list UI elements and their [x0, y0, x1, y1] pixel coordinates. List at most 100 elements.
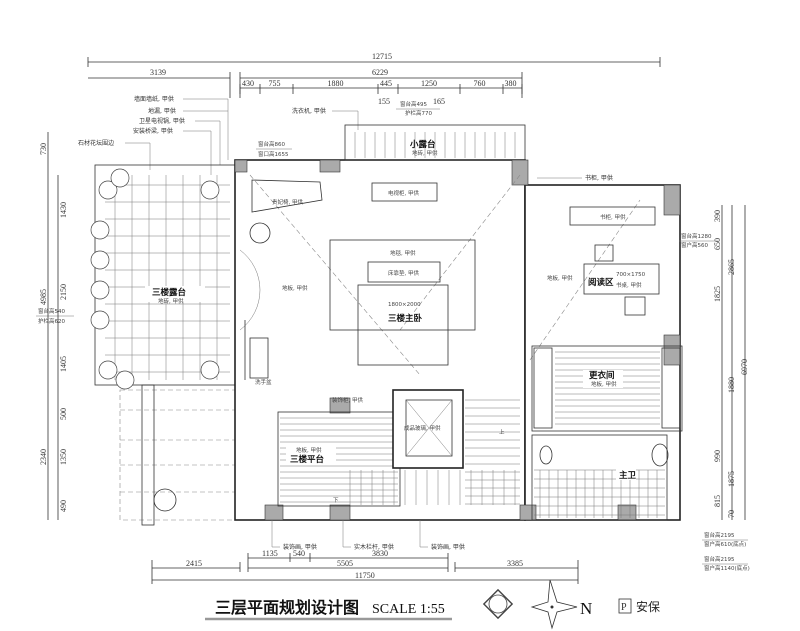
rug-label: 地毯, 甲供 [390, 249, 416, 257]
chair-label: 贵妃椅, 甲供 [272, 198, 303, 206]
dim-total-top: 12715 [372, 52, 392, 61]
window-note: 窗台高540 [38, 307, 65, 315]
dim: 1430 [59, 202, 68, 218]
callout-railing: 实木栏杆, 甲供 [354, 543, 394, 551]
window-note: 窗口高1655 [258, 150, 289, 158]
callout-deco: 装饰画, 甲供 [283, 543, 317, 551]
plant-icon [98, 180, 118, 200]
window-note: 窗户高1140(底点) [704, 564, 750, 572]
window-notes: 窗台高540 护栏高620 窗台高1280 窗户高560 窗台高2195 窗户高… [36, 232, 750, 572]
dim: 2415 [186, 559, 202, 568]
floor-note: 地砖, 甲供 [158, 297, 184, 305]
dim: 2150 [59, 284, 68, 300]
plant-icon [110, 168, 130, 188]
plant-icon [90, 220, 110, 240]
floor-note: 地板, 甲供 [296, 446, 322, 454]
dim: 815 [713, 495, 722, 507]
plant-icon [90, 280, 110, 300]
dim: 4985 [39, 289, 48, 305]
floor-note: 地板, 甲供 [547, 274, 573, 282]
callout-install: 安装桥梁, 甲供 [133, 127, 173, 135]
dim: 1350 [59, 449, 68, 465]
title-block: 三层平面规划设计图 SCALE 1:55 N P 安保 [205, 579, 660, 630]
desk-size-label: 700×1750 [616, 272, 646, 278]
callout-deco: 装饰画, 甲供 [431, 543, 465, 551]
callout-planter: 石材花坛围边 [78, 139, 114, 147]
dim: 3830 [372, 549, 388, 558]
dim: 5505 [337, 559, 353, 568]
tv-cabinet-label: 电视柜, 甲供 [388, 189, 419, 197]
dim-segment: 760 [474, 79, 486, 88]
window-note: 窗台高2195 [704, 531, 735, 539]
dim-segment: 1880 [328, 79, 344, 88]
callouts-top-left: 墙面墙纸, 甲供 地漏, 甲供 卫星电视锅, 甲供 安装桥梁, 甲供 石材花坛围… [78, 95, 440, 175]
dim: 990 [713, 450, 722, 462]
dim: 2340 [39, 449, 48, 465]
dim: 540 [293, 549, 305, 558]
room-label-balcony: 小露台 [409, 139, 436, 150]
callout-wall: 墙面墙纸, 甲供 [134, 95, 174, 103]
shelf-label: 书柜, 甲供 [600, 213, 626, 221]
floor-note: 地板, 甲供 [282, 284, 308, 292]
dim: 730 [39, 143, 48, 155]
dim-segment: 1250 [421, 79, 437, 88]
window-note: 护栏高770 [405, 109, 432, 117]
terrace: 三楼露台 地砖, 甲供 [90, 164, 236, 390]
callouts-bottom: 装饰画, 甲供 实木栏杆, 甲供 装饰画, 甲供 [271, 520, 465, 551]
bed-size-label: 1800×2000 [388, 302, 421, 308]
dim: 500 [59, 408, 68, 420]
pergola [119, 384, 236, 526]
dim: 1875 [727, 471, 736, 487]
plant-icon [200, 360, 220, 380]
dim-segment: 380 [505, 79, 517, 88]
floor-note: 地砖, 甲供 [412, 149, 438, 157]
dim: 1880 [727, 377, 736, 393]
dim: 70 [727, 510, 736, 518]
dim: 2865 [727, 259, 736, 275]
room-label-closet: 更衣间 [589, 370, 615, 381]
cabinet-label: 装饰柜, 甲供 [332, 396, 363, 404]
right-dimensions: 390 650 1825 2865 1880 990 815 1875 6970… [713, 205, 749, 520]
plant-icon [200, 180, 220, 200]
main-building: 小露台 地砖, 甲供 电视柜, 甲供 地毯, 甲供 床靠垫, 甲供 1800×2… [234, 124, 683, 521]
floor-note: 地板, 甲供 [591, 380, 617, 388]
dim: 1825 [713, 286, 722, 302]
dim-segment: 755 [269, 79, 281, 88]
window-note: 护栏高620 [38, 317, 65, 325]
skylight-label: 成品玻璃, 甲供 [404, 424, 441, 432]
brand-label: 安保 [636, 599, 660, 614]
p-box: P [621, 602, 627, 613]
room-label-landing: 三楼平台 [290, 454, 325, 465]
north-arrow-icon [530, 579, 578, 630]
window-note: 窗户高610(底点) [704, 540, 746, 548]
drawing-title: 三层平面规划设计图 [215, 598, 359, 617]
room-label-terrace: 三楼露台 [152, 287, 187, 298]
wardrobe [661, 347, 681, 429]
plant-icon [98, 360, 118, 380]
dim-left-top: 3139 [150, 68, 166, 77]
window-note: 窗户高560 [681, 241, 708, 249]
dim-minor: 165 [433, 97, 445, 106]
logo [482, 588, 514, 620]
dim-segment: 445 [380, 79, 392, 88]
plant-icon [115, 370, 135, 390]
dim: 6970 [740, 359, 749, 375]
callout-washer: 洗衣机, 甲供 [292, 107, 326, 115]
north-label: N [580, 599, 592, 618]
window-note: 窗台高2195 [704, 555, 735, 563]
dim: 3385 [507, 559, 523, 568]
bottom-dimensions: 1135 540 3830 2415 5505 3385 11750 [151, 549, 579, 584]
room-label-bath: 主卫 [619, 470, 637, 481]
washbasin-label: 洗手盆 [255, 378, 272, 386]
desk-label: 书桌, 甲供 [616, 281, 642, 289]
dim: 1405 [59, 356, 68, 372]
callout-satellite: 卫星电视锅, 甲供 [139, 117, 185, 125]
callout-drain: 地漏, 甲供 [148, 107, 176, 115]
room-label-master: 三楼主卧 [388, 313, 423, 324]
stair-up-label: 上 [499, 428, 505, 436]
dim-minor: 155 [378, 97, 390, 106]
callout-cabinet: 书柜, 甲供 [585, 174, 613, 182]
plant-icon [90, 310, 110, 330]
